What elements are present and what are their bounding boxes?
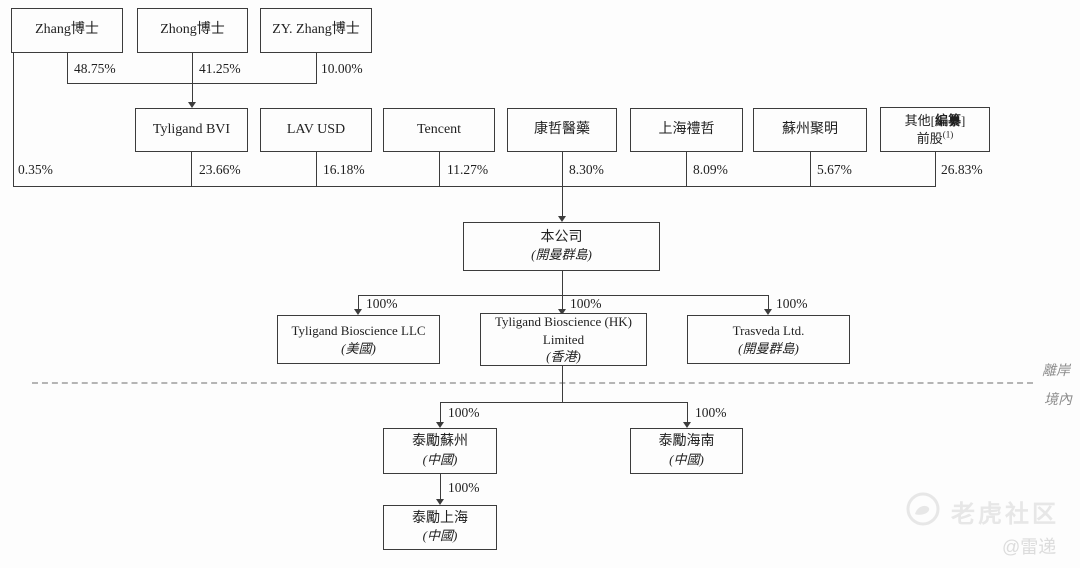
node-tailai-suzhou-line1: 泰勵蘇州: [412, 434, 468, 450]
connector-line: [810, 152, 811, 186]
node-zhang-label: Zhang博士: [35, 22, 99, 38]
arrowhead-down: [683, 422, 691, 428]
node-shanghai-lizhe: 上海禮哲: [630, 108, 743, 152]
node-suzhou-juming: 蘇州聚明: [753, 108, 867, 152]
connector-line: [687, 402, 688, 422]
pct-sub-hk: 100%: [570, 296, 602, 311]
node-company-line2: (開曼群島): [531, 247, 592, 263]
pct-sub-llc: 100%: [366, 296, 398, 311]
connector-line: [562, 295, 563, 309]
node-tailai-shanghai-line2: (中國): [422, 528, 458, 544]
connector-line: [562, 271, 563, 295]
arrowhead-down: [354, 309, 362, 315]
label-onshore: 境內: [1044, 393, 1072, 408]
node-other-line1: 其他[編纂]: [904, 112, 966, 128]
arrowhead-down: [558, 309, 566, 315]
connector-line: [935, 152, 936, 186]
node-suzhou-juming-label: 蘇州聚明: [782, 121, 838, 137]
node-lav-usd-label: LAV USD: [286, 121, 346, 137]
connector-line: [686, 152, 687, 186]
node-other-preipo: 其他[編纂] 前股(1): [880, 107, 990, 152]
node-tyligand-hk-line1: Tyligand Bioscience (HK): [495, 314, 632, 330]
node-zy-zhang: ZY. Zhang博士: [260, 8, 372, 53]
node-tailai-hainan: 泰勵海南 (中國): [630, 428, 743, 474]
connector-line: [191, 152, 192, 186]
node-company: 本公司 (開曼群島): [463, 222, 660, 271]
watermark-author: @雷递: [1002, 537, 1057, 557]
node-tyligand-bvi-label: Tyligand BVI: [152, 121, 231, 137]
watermark-brand: 老虎社区: [951, 501, 1059, 528]
node-zhong: Zhong博士: [137, 8, 248, 53]
arrowhead-down: [764, 309, 772, 315]
node-company-line1: 本公司: [540, 229, 583, 245]
footnote-superscript: (1): [942, 129, 954, 140]
node-tyligand-hk-line2: Limited: [542, 331, 585, 347]
node-kangzhe: 康哲醫藥: [507, 108, 617, 152]
node-zy-zhang-label: ZY. Zhang博士: [272, 22, 360, 38]
pct-suzhou-juming: 5.67%: [817, 162, 852, 177]
connector-line: [440, 402, 688, 403]
connector-line: [316, 53, 317, 83]
node-kangzhe-label: 康哲醫藥: [534, 121, 590, 137]
node-trasveda: Trasveda Ltd. (開曼群島): [687, 315, 850, 364]
label-offshore: 離岸: [1042, 364, 1070, 379]
arrowhead-down: [188, 102, 196, 108]
pct-zhang-direct: 0.35%: [18, 162, 53, 177]
pct-shanghai-lizhe: 8.09%: [693, 162, 728, 177]
connector-line: [13, 53, 14, 186]
connector-line: [440, 402, 441, 422]
node-tailai-hainan-line1: 泰勵海南: [658, 434, 715, 450]
connector-line: [358, 295, 769, 296]
connector-line: [358, 295, 359, 309]
connector-line: [768, 295, 769, 309]
node-tyligand-llc: Tyligand Bioscience LLC (美國): [277, 315, 440, 364]
node-shanghai-lizhe-label: 上海禮哲: [658, 121, 715, 137]
node-trasveda-line1: Trasveda Ltd.: [732, 322, 805, 338]
pct-lav-usd: 16.18%: [323, 162, 365, 177]
node-tyligand-hk: Tyligand Bioscience (HK) Limited (香港): [480, 313, 647, 366]
pct-other-preipo: 26.83%: [941, 162, 983, 177]
pct-kangzhe: 8.30%: [569, 162, 604, 177]
node-tyligand-llc-line1: Tyligand Bioscience LLC: [291, 322, 426, 338]
node-tencent-label: Tencent: [416, 121, 462, 137]
node-tailai-shanghai: 泰勵上海 (中國): [383, 505, 497, 550]
node-trasveda-line2: (開曼群島): [738, 340, 799, 356]
main-ownership-line: [13, 186, 936, 187]
pct-zhang: 48.75%: [74, 61, 116, 76]
tiger-circle-icon: [905, 491, 941, 532]
node-tailai-suzhou-line2: (中國): [422, 451, 458, 467]
pct-tencent: 11.27%: [447, 162, 489, 177]
pct-suzhou: 100%: [448, 405, 480, 420]
node-tailai-shanghai-line1: 泰勵上海: [412, 510, 468, 526]
arrowhead-down: [436, 499, 444, 505]
connector-line: [562, 366, 563, 402]
node-lav-usd: LAV USD: [260, 108, 372, 152]
pct-zhong: 41.25%: [199, 61, 241, 76]
connector-line: [316, 152, 317, 186]
node-zhong-label: Zhong博士: [160, 22, 225, 38]
pct-shanghai: 100%: [448, 480, 480, 495]
node-tailai-suzhou: 泰勵蘇州 (中國): [383, 428, 497, 474]
node-tyligand-llc-line2: (美國): [341, 340, 376, 356]
connector-line: [562, 152, 563, 186]
pct-hainan: 100%: [695, 405, 727, 420]
connector-line: [67, 53, 68, 83]
node-other-line2: 前股(1): [916, 129, 954, 146]
node-tyligand-hk-line3: (香港): [546, 349, 581, 365]
node-tencent: Tencent: [383, 108, 495, 152]
offshore-onshore-boundary-line: [32, 382, 1033, 384]
connector-line: [439, 152, 440, 186]
arrowhead-down: [436, 422, 444, 428]
node-zhang: Zhang博士: [11, 8, 123, 53]
connector-line: [192, 53, 193, 83]
pct-zy-zhang: 10.00%: [321, 61, 363, 76]
node-tyligand-bvi: Tyligand BVI: [135, 108, 248, 152]
pct-tyligand-bvi: 23.66%: [199, 162, 241, 177]
connector-line: [192, 83, 193, 102]
connector-line: [562, 186, 563, 216]
pct-sub-trasveda: 100%: [776, 296, 808, 311]
arrowhead-down: [558, 216, 566, 222]
node-tailai-hainan-line2: (中國): [669, 451, 704, 467]
connector-line: [440, 474, 441, 499]
